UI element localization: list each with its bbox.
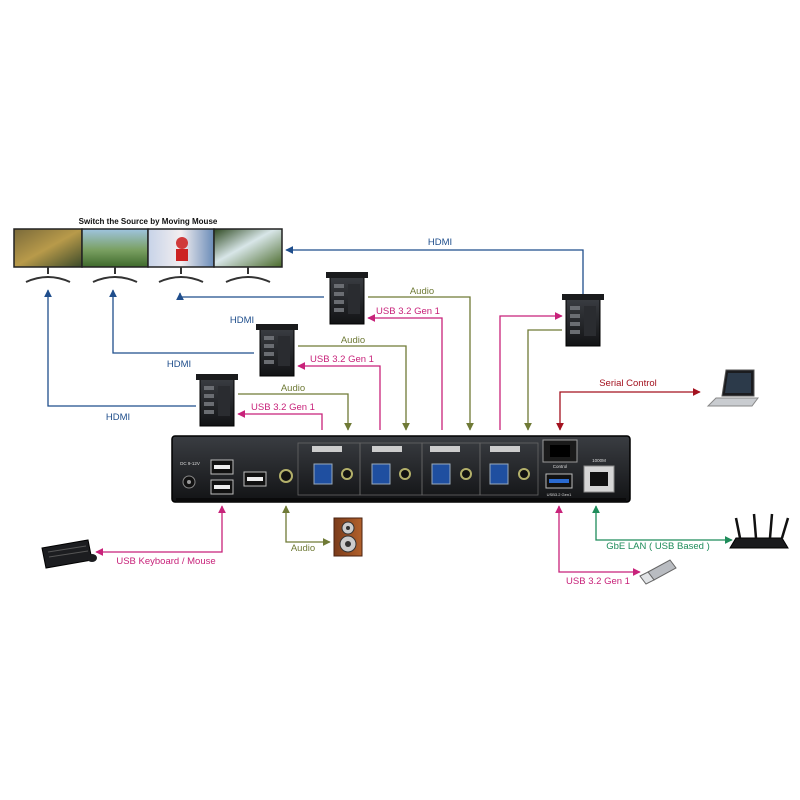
diagram-title: Switch the Source by Moving Mouse [79, 217, 218, 226]
hdmi-label: HDMI [230, 315, 254, 326]
hdmi-label: HDMI [167, 359, 191, 370]
lan-port [583, 465, 615, 493]
usb-label: USB 3.2 Gen 1 [310, 354, 374, 365]
pc-tower-icon [196, 374, 238, 427]
gbe-lan-label: GbE LAN ( USB Based ) [606, 541, 709, 552]
control-port-label: Control [553, 464, 568, 469]
monitor-icon [13, 228, 83, 283]
usb-b-port [489, 463, 509, 485]
hdmi-label: HDMI [428, 237, 452, 248]
monitor-icon [81, 228, 149, 283]
monitor-icon [213, 228, 283, 283]
usb-b-port [313, 463, 333, 485]
serial-control-label: Serial Control [599, 378, 657, 389]
pc-tower-icon [562, 294, 604, 347]
dc-label: DC 9-12V [180, 461, 200, 466]
monitor-icon [147, 228, 215, 283]
audio-label: Audio [410, 286, 434, 297]
audio-label: Audio [291, 543, 315, 554]
audio-out-jack [279, 469, 293, 483]
usb-drive-icon [639, 559, 677, 585]
usb-label: USB 3.2 Gen 1 [566, 576, 630, 587]
usb-label: USB 3.2 Gen 1 [251, 402, 315, 413]
speaker-icon [333, 517, 363, 557]
usb-b-port [371, 463, 391, 485]
laptop-icon [706, 369, 759, 407]
usb-hub-port-label: USB3.2 Gen1 [547, 492, 572, 497]
hdmi-label: HDMI [106, 412, 130, 423]
pc-port-group [421, 442, 481, 496]
router-icon [729, 513, 790, 549]
pc-tower-icon [256, 324, 298, 377]
usb-label: USB 3.2 Gen 1 [376, 306, 440, 317]
audio-label: Audio [281, 383, 305, 394]
pc-port-group [297, 442, 361, 496]
kvm-switch-device: DC 9-12V [171, 435, 631, 503]
keyboard-mouse-icon [41, 539, 97, 569]
pc-tower-icon [326, 272, 368, 325]
lan-port-label: 1000M [592, 458, 606, 463]
audio-label: Audio [341, 335, 365, 346]
usb-b-port [431, 463, 451, 485]
keyboard-mouse-label: USB Keyboard / Mouse [116, 556, 215, 567]
pc-port-group [479, 442, 539, 496]
